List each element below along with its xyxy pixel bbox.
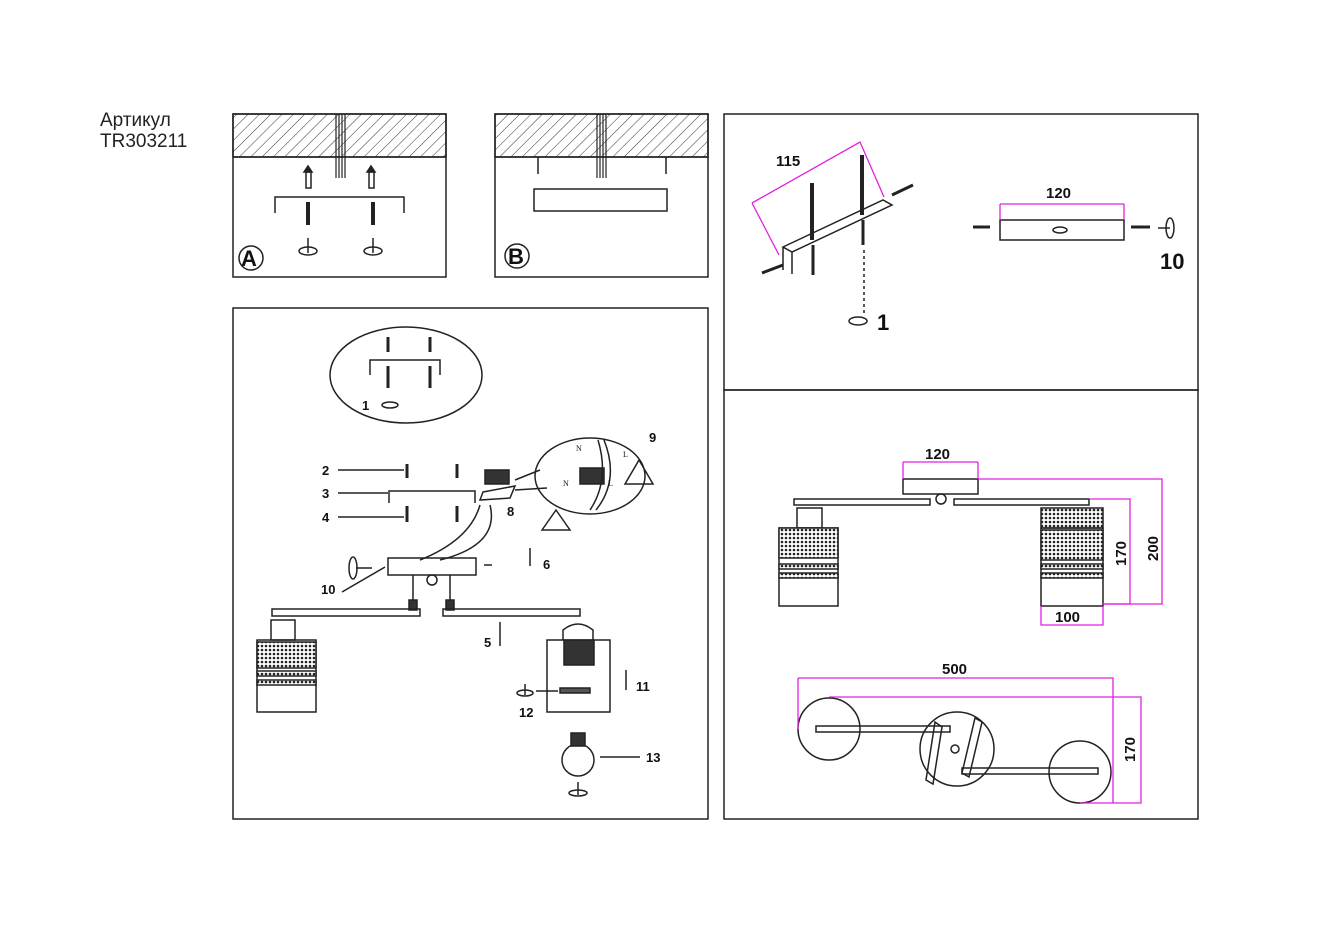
panel-b-label: B xyxy=(508,244,524,269)
wire-n-label: N xyxy=(576,444,582,453)
bulb-icon xyxy=(561,743,595,777)
panel-a xyxy=(232,113,447,278)
dim-canopy-width: 120 xyxy=(925,446,950,463)
dim-shade-diameter: 100 xyxy=(1055,609,1080,626)
step-12: 12 xyxy=(519,705,533,720)
dowel-icon xyxy=(302,164,314,189)
rotate-icon xyxy=(298,238,383,256)
step-2: 2 xyxy=(322,463,329,478)
dowel-icon xyxy=(365,164,377,189)
inset-step-label: 1 xyxy=(362,398,369,413)
inset-detail xyxy=(329,326,483,424)
article-number: TR303211 xyxy=(100,131,188,152)
step-8: 8 xyxy=(507,504,514,519)
screw-icon xyxy=(306,202,375,225)
dimension-lines xyxy=(751,141,1163,804)
panel-b xyxy=(494,113,709,278)
dim-shade-height: 170 xyxy=(1113,541,1130,566)
assembly-panel xyxy=(232,307,709,820)
canopy-plate xyxy=(533,188,668,212)
dimensions-panel xyxy=(723,389,1199,820)
step-6: 6 xyxy=(543,557,550,572)
article-label: Артикул xyxy=(100,110,171,131)
wire-l-label: L xyxy=(608,479,613,488)
mounting-step-10: 10 xyxy=(1160,249,1184,274)
mounting-plate xyxy=(999,219,1125,241)
dim-total-height: 200 xyxy=(1145,536,1162,561)
step-3: 3 xyxy=(322,486,329,501)
mounting-step-1: 1 xyxy=(877,310,889,335)
article-header: Артикул TR303211 xyxy=(100,110,187,152)
dim-bracket: 115 xyxy=(776,153,800,170)
dim-plate: 120 xyxy=(1046,185,1071,202)
canopy xyxy=(387,557,477,576)
step-9: 9 xyxy=(649,430,656,445)
dim-depth: 170 xyxy=(1122,737,1139,762)
panel-a-label: A xyxy=(241,246,257,271)
wire-n-label: N xyxy=(563,479,569,488)
step-11: 11 xyxy=(636,679,650,694)
step-13: 13 xyxy=(646,750,660,765)
step-10: 10 xyxy=(321,582,335,597)
wiring-detail xyxy=(534,437,646,515)
step-5: 5 xyxy=(484,635,491,650)
dim-length: 500 xyxy=(942,661,967,678)
step-4: 4 xyxy=(322,510,330,525)
wire-l-label: L xyxy=(623,450,628,459)
